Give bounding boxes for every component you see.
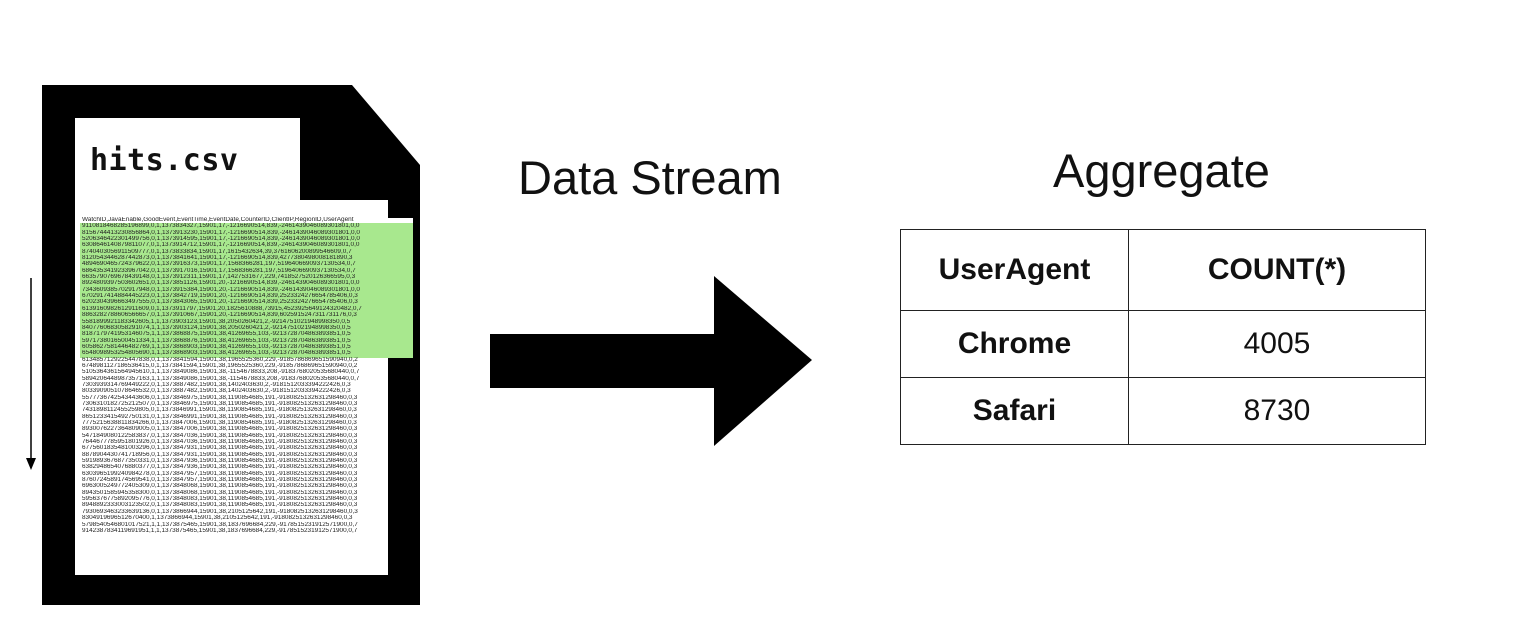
csv-row: 5206346422301499756,0,1,1373914595,15901… — [82, 236, 360, 243]
csv-row: 6308646140879811077,0,1,1373914712,15901… — [82, 242, 360, 249]
csv-row: 6303965199240984278,0,1,1373847957,15901… — [82, 470, 358, 477]
agent-cell: Chrome — [900, 310, 1129, 378]
csv-row: 6702917414884445223,0,1,1373842719,15901… — [82, 293, 358, 300]
csv-row: 6058627581446482769,1,1,1373868903,15901… — [82, 343, 351, 350]
csv-row: 6548098953254805690,1,1,1373868903,15901… — [82, 350, 351, 357]
csv-header-row: WatchID,JavaEnable,GoodEvent,EventTime,E… — [82, 217, 354, 223]
aggregate-header-row: UserAgent COUNT(*) — [900, 229, 1426, 311]
csv-row: 6139160982612911609,0,1,1373911797,15901… — [82, 305, 362, 312]
csv-row: 8948892333003123502,0,1,1373848083,15901… — [82, 502, 358, 509]
csv-row: 7775215638811834266,0,1,1373847006,15901… — [82, 420, 357, 426]
csv-row: 6864353419233967042,0,1,1373917016,15901… — [82, 267, 356, 274]
csv-row: 8156744413230856864,0,1,1373913230,15901… — [82, 229, 360, 236]
csv-row: 5894206448987357163,1,1,1373849086,15901… — [82, 375, 360, 382]
csv-row: 6202304396663497555,0,1,1373843065,15901… — [82, 299, 358, 306]
highlighted-rows — [80, 223, 413, 358]
csv-row: 5956376775892095776,0,1,1373848083,15901… — [82, 496, 358, 503]
csv-row: 8760724589174569541,0,1,1373847957,15901… — [82, 477, 358, 484]
csv-row: 4894690465724379622,0,1,1373916373,15901… — [82, 261, 356, 268]
csv-row: 6134857129225447838,0,1,1373841594,15901… — [82, 356, 358, 363]
csv-row: 9110818468285196899,0,1,1373834327,15901… — [82, 223, 360, 230]
csv-row: 6775601835481003296,0,1,1373847931,15901… — [82, 445, 358, 452]
csv-row: 5471849080122583837,0,1,1373847036,15901… — [82, 432, 358, 439]
csv-row: 7431898112455259805,0,1,1373846991,15901… — [82, 407, 357, 414]
csv-row: 6748981127186536415,0,1,1373841594,15901… — [82, 362, 358, 369]
csv-row: 5581899921183342605,1,1,1373903123,15901… — [82, 318, 351, 325]
csv-row: 8304919696512670400,1,1373866944,15901,3… — [82, 515, 353, 522]
csv-row: 8033909051078646532,0,1,1373887482,15901… — [82, 388, 351, 395]
csv-row: 8863282788606566657,0,1,1373910667,15901… — [82, 312, 357, 319]
csv-row: 8943501585945358300,0,1,1373848068,15901… — [82, 489, 358, 496]
csv-row: 6382948654076880377,0,1,1373847936,15901… — [82, 464, 358, 471]
csv-row: 5577736742543443606,0,1,1373846975,15901… — [82, 394, 358, 401]
csv-row: 7644677785951801926,0,1,1373847036,15901… — [82, 439, 358, 446]
csv-row: 7930693463233639136,0,1,1373866944,15901… — [82, 508, 358, 515]
csv-row: 8187179741953146075,1,1,1373868875,15901… — [82, 331, 351, 338]
csv-row: 8924809397503602651,0,1,1373851126,15901… — [82, 280, 360, 287]
csv-row: 8740403056911509777,0,1,1373833834,15901… — [82, 248, 352, 255]
csv-row: 6963005249772405309,0,1,1373848068,15901… — [82, 483, 358, 490]
aggregate-table: UserAgent COUNT(*) Chrome 4005 Safari 87… — [900, 229, 1426, 445]
data-stream-label: Data Stream — [518, 151, 782, 204]
csv-row: 7343609385702917948,0,1,1373915384,15901… — [82, 286, 360, 293]
csv-row: 5798540546801017521,1,1,1373875465,15901… — [82, 521, 358, 528]
csv-row: 9142387834119691951,1,1,1373875465,15901… — [82, 527, 358, 534]
csv-row: 5971738016500451334,1,1,1373868876,15901… — [82, 337, 351, 344]
file-name: hits.csv — [90, 143, 239, 178]
csv-row: 5919893676877350331,0,1,1373847936,15901… — [82, 458, 358, 465]
csv-rows: WatchID,JavaEnable,GoodEvent,EventTime,E… — [82, 217, 412, 573]
csv-row: 8930076227364809005,0,1,1373847006,15901… — [82, 426, 358, 433]
csv-row: 8651233415492750131,0,1,1373846991,15901… — [82, 413, 358, 420]
column-header-useragent: UserAgent — [900, 229, 1129, 311]
count-cell: 8730 — [1128, 377, 1426, 445]
agent-cell: Safari — [900, 377, 1129, 445]
csv-row: 8120543446287442873,0,1,1373841641,15901… — [82, 255, 353, 262]
table-row: Safari 8730 — [900, 377, 1426, 445]
csv-row: 6635790769678439148,0,1,1373912311,15901… — [82, 274, 356, 281]
page-right — [80, 218, 413, 223]
column-header-count: COUNT(*) — [1128, 229, 1426, 311]
csv-row: 7303939314769449222,0,1,1373887482,15901… — [82, 381, 351, 388]
csv-row: 8878904430741718956,0,1,1373847931,15901… — [82, 451, 358, 458]
csv-row: 7306310182725212507,0,1,1373846975,15901… — [82, 400, 358, 407]
aggregate-title: Aggregate — [1053, 144, 1270, 197]
count-cell: 4005 — [1128, 310, 1426, 378]
table-row: Chrome 4005 — [900, 310, 1426, 378]
scan-direction-arrowhead — [26, 458, 36, 470]
csv-row: 8407760683058291074,1,1,1373903124,15901… — [82, 324, 351, 331]
csv-row: 5105364361564945610,1,1,1373849086,15901… — [82, 369, 360, 376]
